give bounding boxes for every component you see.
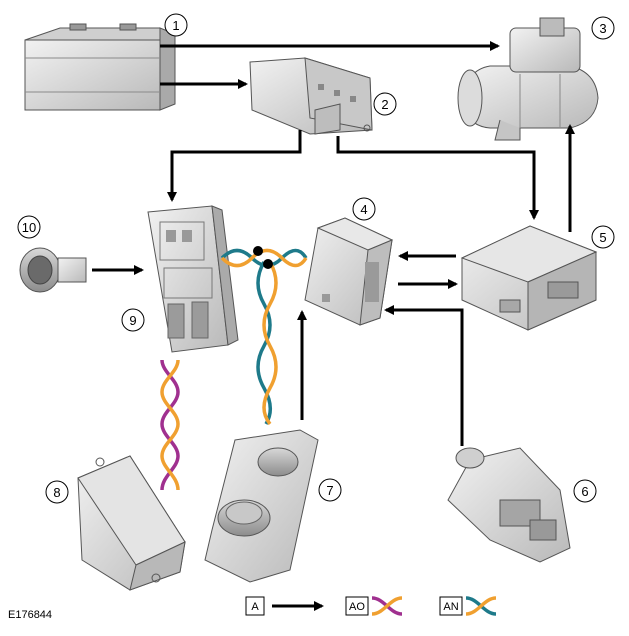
svg-text:5: 5 bbox=[599, 230, 606, 245]
svg-text:A: A bbox=[251, 601, 259, 613]
svg-text:6: 6 bbox=[581, 484, 588, 499]
callout-7: 7 bbox=[318, 478, 342, 502]
network-ao-9-8 bbox=[160, 359, 180, 491]
module-6 bbox=[447, 447, 571, 563]
connection-arrows bbox=[92, 41, 575, 446]
starter-motor bbox=[457, 17, 599, 141]
svg-text:1: 1 bbox=[172, 18, 179, 33]
callout-2: 2 bbox=[373, 92, 397, 116]
control-module-4 bbox=[304, 217, 394, 326]
svg-text:2: 2 bbox=[381, 97, 388, 112]
arrow-2-to-9 bbox=[167, 130, 302, 202]
arrow-6-to-4 bbox=[384, 305, 464, 446]
callout-5: 5 bbox=[591, 225, 615, 249]
svg-text:9: 9 bbox=[129, 313, 136, 328]
svg-text:7: 7 bbox=[326, 483, 333, 498]
svg-text:10: 10 bbox=[22, 220, 36, 235]
svg-text:3: 3 bbox=[599, 21, 606, 36]
callout-4: 4 bbox=[352, 197, 376, 221]
svg-text:AN: AN bbox=[443, 601, 458, 613]
svg-text:4: 4 bbox=[360, 202, 367, 217]
callout-10: 10 bbox=[17, 215, 41, 239]
figure-id: E176844 bbox=[8, 609, 52, 621]
fuse-box-9 bbox=[147, 205, 239, 353]
callout-6: 6 bbox=[573, 479, 597, 503]
legend: A AO AN bbox=[245, 596, 497, 616]
callout-9: 9 bbox=[121, 308, 145, 332]
legend-a: A bbox=[245, 596, 324, 616]
callout-1: 1 bbox=[164, 13, 188, 37]
legend-an: AN bbox=[439, 596, 497, 616]
svg-text:8: 8 bbox=[53, 485, 60, 500]
control-module-5 bbox=[460, 225, 598, 331]
distribution-box bbox=[249, 57, 373, 135]
network-an-9-4 bbox=[220, 246, 308, 426]
svg-text:AO: AO bbox=[349, 601, 365, 613]
start-button-10 bbox=[19, 247, 87, 293]
module-8 bbox=[77, 455, 186, 591]
callout-3: 3 bbox=[591, 16, 615, 40]
selector-unit-7 bbox=[204, 429, 319, 583]
battery bbox=[24, 23, 176, 111]
legend-ao: AO bbox=[345, 596, 403, 616]
arrow-2-to-5 bbox=[336, 136, 539, 220]
callout-8: 8 bbox=[45, 480, 69, 504]
